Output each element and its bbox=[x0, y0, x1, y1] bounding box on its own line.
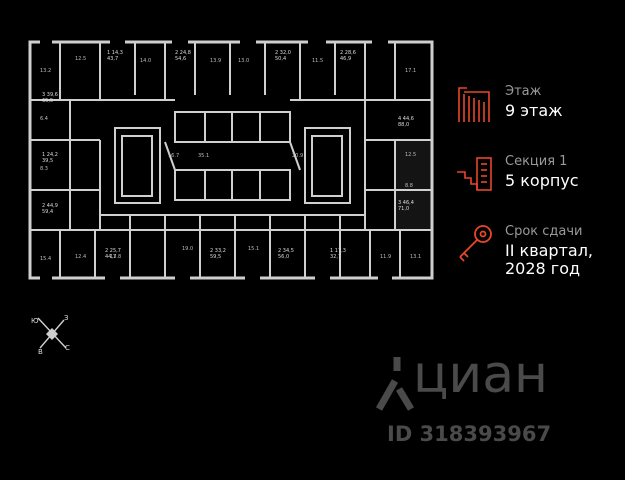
apartment-rooms: 2 bbox=[210, 248, 214, 254]
apartment-6[interactable]: 1 24,2 39,5 bbox=[42, 152, 58, 164]
cian-brand: циан bbox=[413, 345, 549, 405]
floor-value: 9 этаж bbox=[505, 101, 563, 120]
apartment-8[interactable]: 2 25,7 44,7 bbox=[105, 248, 121, 260]
listing-id: ID 318393967 bbox=[387, 422, 552, 446]
key-icon bbox=[459, 225, 492, 262]
section-info: Секция 1 5 корпус bbox=[455, 152, 620, 202]
apartment-area: 44,9 bbox=[46, 203, 58, 209]
apartment-rooms: 2 bbox=[340, 50, 344, 56]
apartment-area: 44,6 bbox=[402, 116, 414, 122]
apartment-living: 44,7 bbox=[105, 254, 117, 260]
svg-text:13.2: 13.2 bbox=[40, 68, 51, 74]
svg-text:13.9: 13.9 bbox=[210, 58, 221, 64]
apartment-rooms: 1 bbox=[107, 50, 111, 56]
cian-logo-icon bbox=[375, 357, 415, 411]
apartment-area: 33,2 bbox=[214, 248, 226, 254]
svg-text:15.4: 15.4 bbox=[40, 256, 51, 262]
apartment-4[interactable]: 2 28,6 46,9 bbox=[340, 50, 356, 62]
apartment-rooms: 1 bbox=[42, 152, 46, 158]
apartment-2[interactable]: 2 24,8 54,6 bbox=[175, 50, 191, 62]
section-label: Секция 1 bbox=[505, 154, 568, 169]
apartment-11[interactable]: 1 17,3 32,7 bbox=[330, 248, 346, 260]
deadline-value-line1: II квартал, bbox=[505, 241, 594, 260]
apartment-living: 88,0 bbox=[398, 122, 410, 128]
svg-text:14.0: 14.0 bbox=[140, 58, 151, 64]
apartment-living: 59,4 bbox=[42, 209, 54, 215]
svg-text:13.1: 13.1 bbox=[410, 254, 421, 260]
compass-west: З bbox=[64, 314, 69, 322]
apartment-7[interactable]: 2 44,9 59,4 bbox=[42, 203, 58, 215]
floor-label: Этаж bbox=[505, 84, 542, 99]
apartment-5[interactable]: 3 39,6 65,5 bbox=[42, 92, 58, 104]
floor-plan: 13.2 12.5 14.0 13.9 13.0 11.5 17.1 6.4 8.3 15.… bbox=[28, 40, 434, 280]
apartment-area: 28,6 bbox=[344, 50, 356, 56]
apartment-rooms: 2 bbox=[175, 50, 179, 56]
apartment-1[interactable]: 1 14,3 43,7 bbox=[107, 50, 123, 62]
apartment-area: 17,3 bbox=[334, 248, 346, 254]
apartment-living: 46,9 bbox=[340, 56, 352, 62]
apartment-living: 39,5 bbox=[42, 158, 54, 164]
svg-text:19.0: 19.0 bbox=[182, 246, 193, 252]
apartment-living: 59,5 bbox=[210, 254, 222, 260]
apartment-area: 46,4 bbox=[402, 200, 414, 206]
apartment-rooms: 2 bbox=[105, 248, 109, 254]
svg-text:8.8: 8.8 bbox=[405, 183, 413, 189]
svg-text:35.1: 35.1 bbox=[198, 153, 209, 159]
floor-icon bbox=[458, 87, 490, 122]
deadline-info: Срок сдачи II квартал, 2028 год bbox=[455, 222, 620, 282]
apartment-living: 32,7 bbox=[330, 254, 342, 260]
svg-text:13.8: 13.8 bbox=[110, 254, 121, 260]
svg-text:12.4: 12.4 bbox=[75, 254, 86, 260]
apartment-10[interactable]: 2 34,5 56,0 bbox=[278, 248, 294, 260]
apartment-living: 65,5 bbox=[42, 98, 54, 104]
apartment-area: 24,8 bbox=[179, 50, 191, 56]
apartment-9[interactable]: 2 33,2 59,5 bbox=[210, 248, 226, 260]
svg-text:15.1: 15.1 bbox=[248, 246, 259, 252]
apartment-area: 14,3 bbox=[111, 50, 123, 56]
apartment-area: 32,0 bbox=[279, 50, 291, 56]
apartment-rooms: 3 bbox=[42, 92, 46, 98]
apartment-area: 25,7 bbox=[109, 248, 121, 254]
apartment-12[interactable]: 3 46,4 71,0 bbox=[398, 200, 414, 212]
apartment-living: 71,0 bbox=[398, 206, 410, 212]
apartment-rooms: 2 bbox=[42, 203, 46, 209]
compass-icon bbox=[37, 317, 67, 349]
apartment-rooms: 3 bbox=[398, 200, 402, 206]
svg-text:11.9: 11.9 bbox=[380, 254, 391, 260]
apartment-rooms: 2 bbox=[278, 248, 282, 254]
svg-text:12.5: 12.5 bbox=[405, 152, 416, 158]
deadline-label: Срок сдачи bbox=[505, 224, 583, 239]
apartment-area: 34,5 bbox=[282, 248, 294, 254]
svg-text:12.5: 12.5 bbox=[75, 56, 86, 62]
section-value: 5 корпус bbox=[505, 171, 579, 190]
apartment-living: 50,4 bbox=[275, 56, 287, 62]
svg-text:17.1: 17.1 bbox=[405, 68, 416, 74]
compass-north: С bbox=[65, 344, 70, 352]
apartment-area: 39,6 bbox=[46, 92, 58, 98]
compass-east: В bbox=[38, 348, 43, 356]
apartment-area: 24,2 bbox=[46, 152, 58, 158]
apartment-living: 43,7 bbox=[107, 56, 119, 62]
apartment-rooms: 2 bbox=[275, 50, 279, 56]
compass-south: Ю bbox=[31, 317, 39, 325]
svg-text:20.9: 20.9 bbox=[292, 153, 303, 159]
apartment-rooms: 4 bbox=[398, 116, 402, 122]
deadline-value-line2: 2028 год bbox=[505, 259, 581, 278]
floor-info: Этаж 9 этаж bbox=[455, 82, 620, 132]
svg-text:13.0: 13.0 bbox=[238, 58, 249, 64]
building-stairs-icon bbox=[457, 157, 492, 191]
apartment-3[interactable]: 2 32,0 50,4 bbox=[275, 50, 291, 62]
svg-text:11.5: 11.5 bbox=[312, 58, 323, 64]
svg-text:6.4: 6.4 bbox=[40, 116, 48, 122]
apartment-living: 56,0 bbox=[278, 254, 290, 260]
apartment-rooms: 1 bbox=[330, 248, 334, 254]
svg-text:8.3: 8.3 bbox=[40, 166, 48, 172]
apartment-13[interactable]: 4 44,6 88,0 bbox=[398, 116, 414, 128]
cian-watermark: циан ID 318393967 bbox=[375, 345, 575, 446]
apartment-living: 54,6 bbox=[175, 56, 187, 62]
svg-text:16.7: 16.7 bbox=[168, 153, 179, 159]
